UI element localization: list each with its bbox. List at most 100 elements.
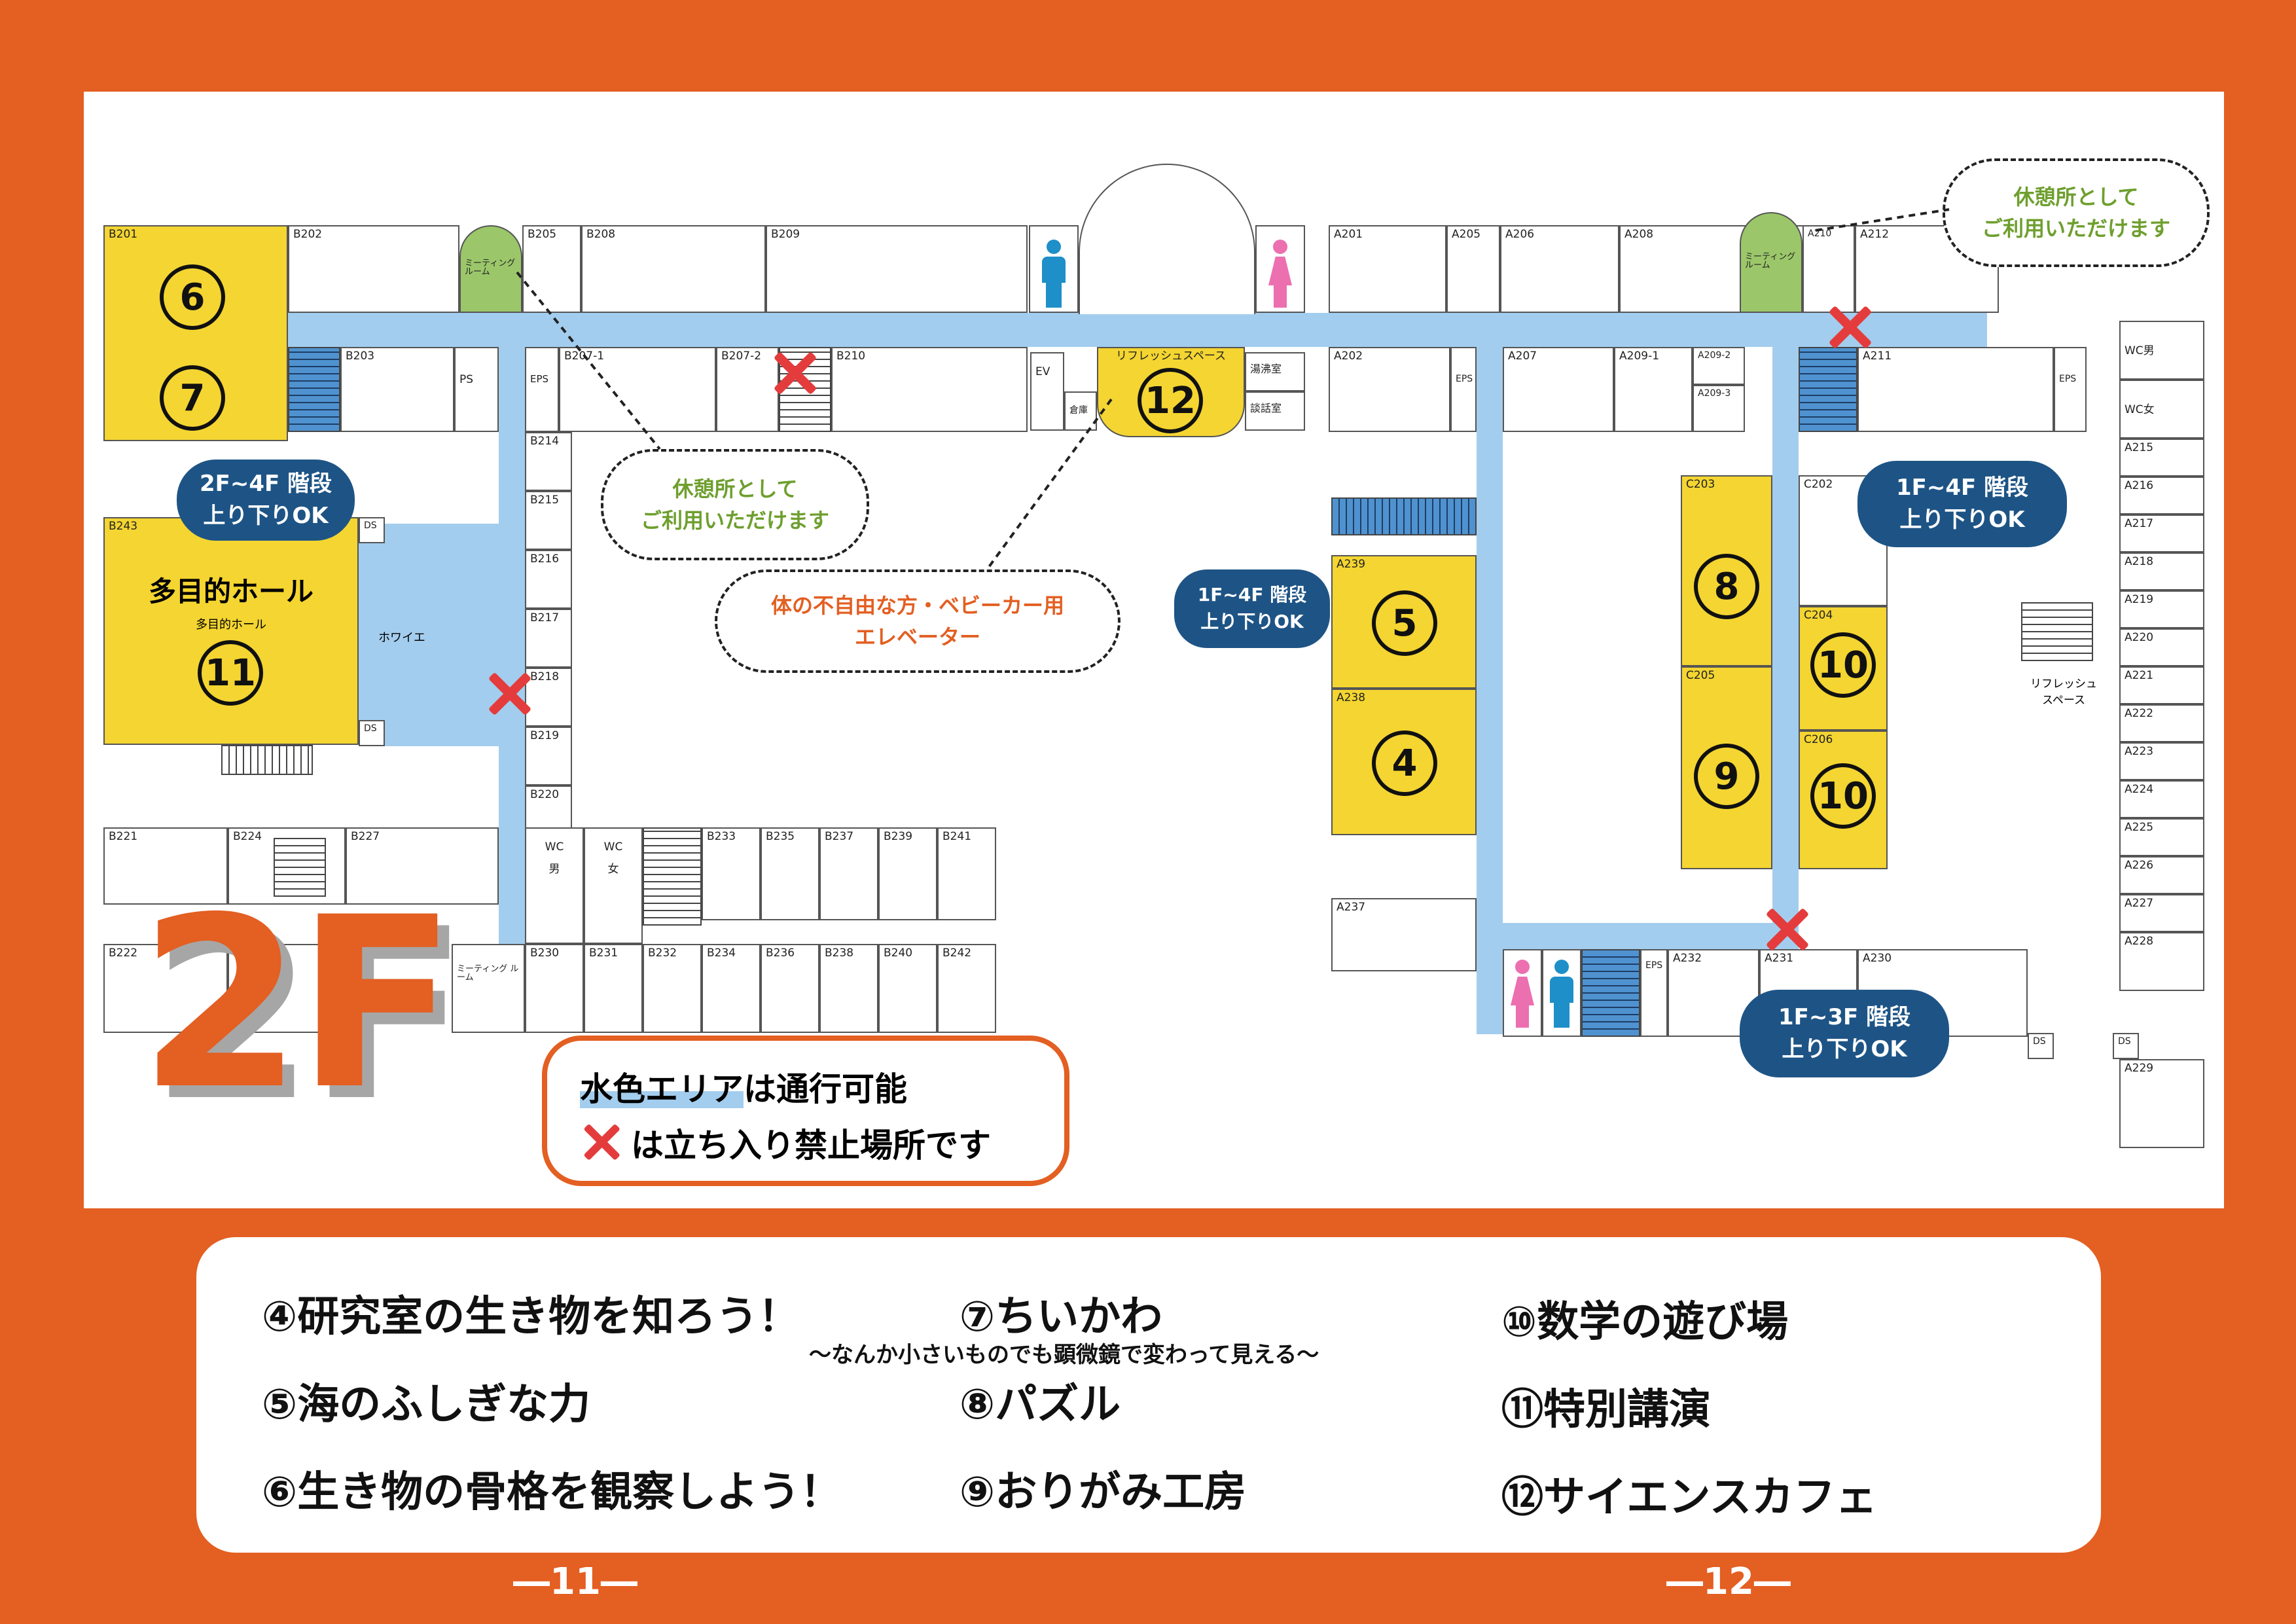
room-a215: A215 <box>2119 439 2204 477</box>
room-kyutou: 湯沸室 <box>1245 352 1305 391</box>
legend-box <box>542 1036 1069 1186</box>
room-b227: B227 <box>346 827 499 905</box>
room-b205: B205 <box>522 225 581 313</box>
program-item-7-subtitle: ～なんか小さいものでも顕微鏡で変わって見える～ <box>809 1342 1319 1368</box>
program-marker-9: 9 <box>1694 744 1759 809</box>
room-a222: A222 <box>2119 704 2204 742</box>
room-a202: A202 <box>1329 347 1450 432</box>
legend-highlight: 水色エリア <box>580 1070 744 1108</box>
legend-line-2: は立ち入り禁止場所です <box>631 1127 991 1164</box>
room-b231: B231 <box>584 944 643 1033</box>
room-a217: A217 <box>2119 514 2204 552</box>
stairs-hall <box>221 745 313 775</box>
program-item-4: ④研究室の生き物を知ろう！ <box>262 1293 800 1341</box>
legend-line-1: 水色エリアは通行可能 <box>580 1070 907 1108</box>
room-b233: B233 <box>702 827 761 920</box>
stairs-left-2f-4f[interactable] <box>288 347 340 432</box>
room-a216: A216 <box>2119 477 2204 514</box>
room-b221: B221 <box>103 827 228 905</box>
program-item-11: ⑪特別講演 <box>1501 1386 1711 1434</box>
room-b209: B209 <box>766 225 1028 313</box>
room-b203: B203 <box>340 347 454 432</box>
room-a206: A206 <box>1500 225 1619 313</box>
room-b215: B215 <box>525 491 572 550</box>
room-b239: B239 <box>878 827 937 920</box>
elevator-note: 体の不自由な方・ベビーカー用エレベーター <box>715 569 1121 673</box>
room-b207-1: B207-1 <box>559 347 716 432</box>
male-restroom-icon-right <box>1547 960 1576 1028</box>
room-b210: B210 <box>831 347 1028 432</box>
stairs-refresh-right <box>2021 602 2093 661</box>
room-meeting-bottom: ミーティング ルーム <box>452 944 525 1033</box>
room-wc-woman-right: WC女 <box>2119 380 2204 439</box>
room-ds-hall-bottom: DS <box>359 720 385 746</box>
room-a219: A219 <box>2119 590 2204 628</box>
room-ds-bottom: DS <box>2028 1033 2054 1059</box>
stairs-bottom-1f-3f[interactable] <box>1581 949 1640 1037</box>
program-item-9: ⑨おりがみ工房 <box>960 1468 1247 1517</box>
room-eps-right: EPS <box>1450 347 1477 432</box>
program-item-7: ⑦ちいかわ <box>960 1293 1163 1341</box>
room-a224: A224 <box>2119 780 2204 818</box>
program-marker-11: 11 <box>198 640 263 706</box>
foyer-label: ホワイエ <box>378 631 425 645</box>
room-b237: B237 <box>819 827 878 920</box>
program-marker-5: 5 <box>1372 590 1437 656</box>
hall-small-label: 多目的ホール <box>196 618 266 632</box>
corridor-right-loop-bottom <box>1477 923 1799 949</box>
rest-area-note-right: 休憩所としてご利用いただけます <box>1943 158 2210 267</box>
room-ds-hall-top: DS <box>359 517 385 543</box>
stairs-right-1f-4f[interactable] <box>1799 347 1857 432</box>
room-b241: B241 <box>937 827 996 920</box>
female-restroom-icon <box>1266 240 1295 308</box>
corridor-right-loop-left <box>1477 347 1503 1034</box>
room-ds-far-right: DS <box>2113 1033 2139 1059</box>
room-b240: B240 <box>878 944 937 1033</box>
room-a207: A207 <box>1503 347 1614 432</box>
program-marker-8: 8 <box>1694 554 1759 619</box>
room-b243-hall: B243 <box>103 517 359 745</box>
room-b217: B217 <box>525 609 572 668</box>
room-a226: A226 <box>2119 856 2204 894</box>
stairs-note-bottom: 1F~3F 階段上り下りOK <box>1740 990 1949 1077</box>
program-marker-12: 12 <box>1138 368 1203 433</box>
room-storage: 倉庫 <box>1064 391 1097 431</box>
room-ev: EV <box>1030 352 1064 431</box>
floor-label-shadow: 2F <box>151 878 469 1153</box>
program-item-6: ⑥生き物の骨格を観察しよう！ <box>262 1468 842 1517</box>
room-a225: A225 <box>2119 818 2204 856</box>
room-a209-1: A209-1 <box>1614 347 1693 432</box>
stairs-b224 <box>274 838 326 897</box>
room-eps-left: EPS <box>525 347 559 432</box>
stairs-note-left: 2F~4F 階段上り下りOK <box>177 460 355 541</box>
room-b230: B230 <box>525 944 584 1033</box>
stairs-note-mid: 1F~4F 階段上り下りOK <box>1174 569 1330 648</box>
room-a237: A237 <box>1331 898 1477 971</box>
note-leader-lines <box>516 208 1950 571</box>
hall-title: 多目的ホール <box>148 575 314 607</box>
room-b236: B236 <box>761 944 819 1033</box>
stairs-mid-1f-4f[interactable] <box>1331 497 1477 535</box>
program-marker-4: 4 <box>1372 731 1437 796</box>
male-restroom-icon <box>1039 240 1068 308</box>
room-eps-far-right: EPS <box>2054 347 2087 432</box>
stairs-note-right: 1F~4F 階段上り下りOK <box>1857 461 2067 547</box>
room-b234: B234 <box>702 944 761 1033</box>
program-item-12: ⑫サイエンスカフェ <box>1501 1473 1878 1522</box>
room-b214: B214 <box>525 432 572 491</box>
room-a223: A223 <box>2119 742 2204 780</box>
room-b238: B238 <box>819 944 878 1033</box>
room-eps-bottom: EPS <box>1640 949 1668 1037</box>
floor-label: 2F <box>139 867 457 1141</box>
room-b232: B232 <box>643 944 702 1033</box>
program-marker-10a: 10 <box>1810 632 1876 698</box>
program-marker-7: 7 <box>160 365 225 431</box>
room-a227: A227 <box>2119 894 2204 932</box>
room-a218: A218 <box>2119 552 2204 590</box>
room-a228: A228 <box>2119 932 2204 991</box>
room-b222: B222 <box>103 944 228 1033</box>
forbidden-legend-icon <box>579 1120 615 1155</box>
room-b216: B216 <box>525 550 572 609</box>
